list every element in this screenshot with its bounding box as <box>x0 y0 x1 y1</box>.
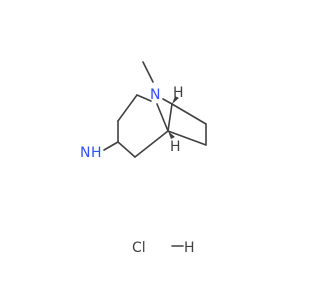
atom-label-nh2-n: N <box>80 145 90 161</box>
bond-methyl-n <box>142 61 154 83</box>
bond-n-c1 <box>162 98 173 105</box>
atom-label-hcl-h: H <box>184 240 195 256</box>
bond-c2-c3 <box>117 94 138 122</box>
bond-c1-c7 <box>171 103 207 125</box>
atom-label-nh2-h: H <box>91 145 102 161</box>
atom-label-h-top: H <box>173 85 184 101</box>
hydrochloride-label: Cl H <box>132 240 195 256</box>
atom-label-cl: Cl <box>132 240 146 256</box>
bond-c4-c5 <box>117 141 136 158</box>
molecule-structure: N H H N H Cl H <box>80 61 207 256</box>
atom-label-nh2: N H <box>80 145 102 161</box>
wedge-bond-bottom-h <box>168 131 175 139</box>
wedge-bond-top-h <box>172 96 179 104</box>
bond-c8-c5 <box>167 130 207 146</box>
bond-n-c5 <box>156 103 169 132</box>
bond-c1-c5-bridge <box>167 103 173 132</box>
atom-label-h-bottom: H <box>170 139 181 155</box>
bond-c3-nh2 <box>103 141 119 151</box>
bond-c1-c2 <box>136 94 152 102</box>
bond-c5-c6 <box>134 130 169 158</box>
bond-group <box>103 61 207 247</box>
atom-label-n-bridge: N <box>150 87 160 103</box>
